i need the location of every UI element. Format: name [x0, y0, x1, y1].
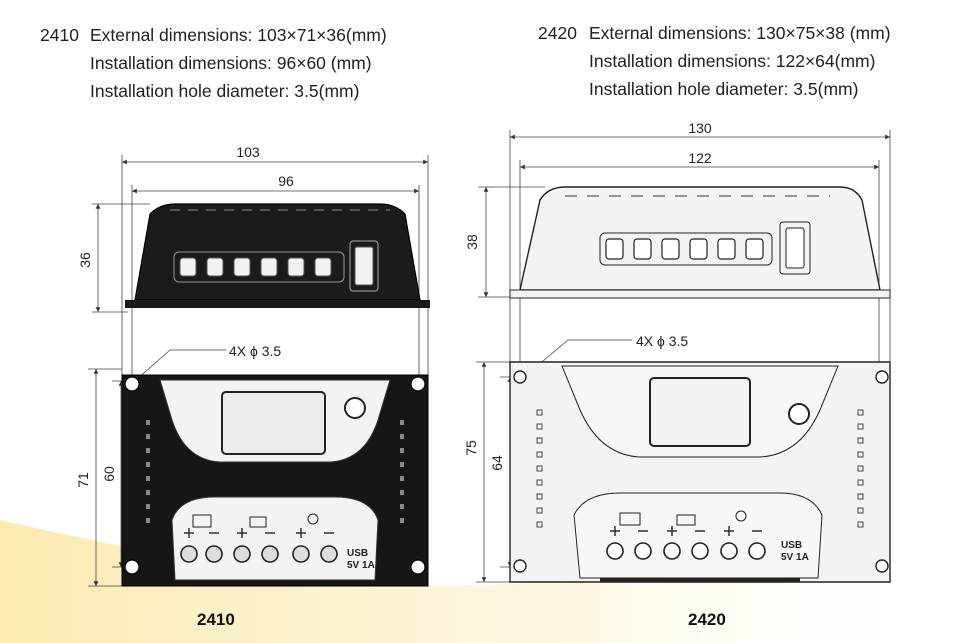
hole-label: 4X ϕ 3.5 [636, 333, 688, 349]
battery-icon [676, 514, 696, 526]
battery-icon [249, 516, 267, 528]
hole-label: 4X ϕ 3.5 [229, 343, 281, 359]
spec-hole: Installation hole diameter: 3.5(mm) [90, 81, 360, 101]
dim-inner-depth: 60 [101, 466, 117, 482]
usb-spec: 5V 1A [347, 560, 375, 571]
dim-width: 130 [688, 120, 712, 136]
dim-inner-width: 122 [688, 150, 712, 166]
solar-panel-icon [619, 512, 641, 526]
dim-inner-width: 96 [278, 173, 294, 189]
spec-installation: Installation dimensions: 122×64(mm) [589, 51, 876, 71]
spec-external: External dimensions: 103×71×36(mm) [90, 25, 387, 45]
lamp-icon [307, 513, 319, 525]
dim-depth: 71 [75, 472, 91, 488]
side-view-2420 [509, 186, 891, 299]
dim-width: 103 [236, 144, 260, 160]
caption-2420: 2420 [688, 610, 726, 629]
front-view-2420: USB 5V 1A [509, 361, 891, 583]
spec-model: 2420 [538, 23, 577, 43]
front-view-2410: USB 5V 1A [121, 374, 429, 587]
spec-hole: Installation hole diameter: 3.5(mm) [589, 79, 859, 99]
spec-installation: Installation dimensions: 96×60 (mm) [90, 53, 372, 73]
side-view-2410 [125, 203, 430, 308]
dim-height: 36 [77, 252, 93, 268]
spec-external: External dimensions: 130×75×38 (mm) [589, 23, 891, 43]
usb-label: USB [347, 548, 368, 559]
caption-2410: 2410 [197, 610, 235, 629]
solar-panel-icon [192, 514, 212, 528]
usb-spec: 5V 1A [781, 552, 809, 563]
usb-label: USB [781, 540, 802, 551]
spec-model: 2410 [40, 25, 79, 45]
dim-height: 38 [464, 234, 480, 250]
dim-depth: 75 [463, 440, 479, 456]
lamp-icon [735, 510, 747, 522]
dim-inner-depth: 64 [489, 455, 505, 471]
